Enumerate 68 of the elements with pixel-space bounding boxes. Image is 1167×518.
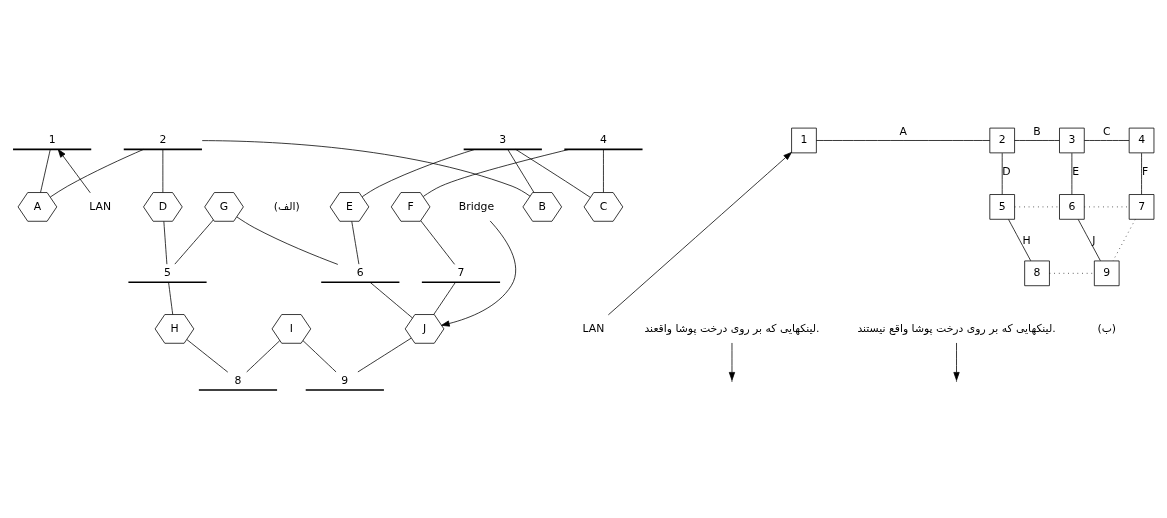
edge-label: D [1002,165,1011,179]
node-box: 7 [1128,194,1155,220]
node-text: Bridge [458,199,495,213]
connector [50,149,144,198]
node-text: 4 [599,133,607,147]
node-text: 7 [457,266,465,280]
connector [1071,152,1073,195]
arrow [57,149,91,194]
connector [816,140,991,141]
edge-label: C [1102,125,1111,139]
edge-label: B [1033,125,1041,139]
node-box: 6 [1059,194,1085,220]
edge-label: A [899,125,907,139]
connector [507,149,535,193]
edge-label: E [1072,165,1080,179]
node-box: 3 [1059,127,1085,154]
node-box: 9 [1093,260,1120,287]
edge-label: H [1022,234,1031,248]
connector [201,140,531,197]
node-text: 2 [159,133,167,147]
node-text: لینکهایی که بر روی درخت پوشا واقع نیستند. [857,321,1056,335]
label: (ب) [1097,321,1117,335]
edge-label: F [1141,165,1149,179]
connector [236,216,339,265]
connector [369,281,413,319]
node-text: لینکهایی که بر روی درخت پوشا واقعند. [644,321,820,335]
connector [1014,206,1060,208]
label: (الف) [273,199,300,213]
connector [246,340,281,373]
connector [433,281,456,315]
connector [420,220,455,265]
connector [40,149,51,193]
connector [1077,219,1101,262]
node-box: 4 [1128,127,1155,154]
connector [422,149,570,197]
connector [163,221,168,265]
node-text: 9 [341,373,349,387]
node-box: 2 [989,127,1015,154]
connector [168,281,174,315]
connector [1049,272,1095,274]
node-text: 6 [356,266,364,280]
node-text: 5 [164,266,171,280]
connector [162,149,164,193]
connector [515,149,591,198]
node-text: 8 [234,373,242,387]
node-text: 1 [48,133,56,147]
node-text: LAN [89,199,112,213]
connector [1014,140,1060,141]
connector [357,337,412,373]
connector [1083,140,1130,141]
connector [186,339,229,373]
node-text: LAN [582,321,605,335]
connector [1141,152,1142,195]
connector [302,340,337,373]
arrow [441,220,517,327]
connector [351,221,360,265]
connector [1001,152,1003,195]
connector [603,149,604,193]
connector [1008,219,1032,262]
connector [174,219,214,265]
node-box: 5 [989,194,1015,220]
edge-label: J [1092,234,1096,248]
node-box: 1 [791,127,817,154]
arrow [728,342,736,381]
arrow [607,152,792,316]
node-box: 8 [1024,260,1050,287]
connector [361,149,475,198]
node-text: 3 [499,133,507,147]
